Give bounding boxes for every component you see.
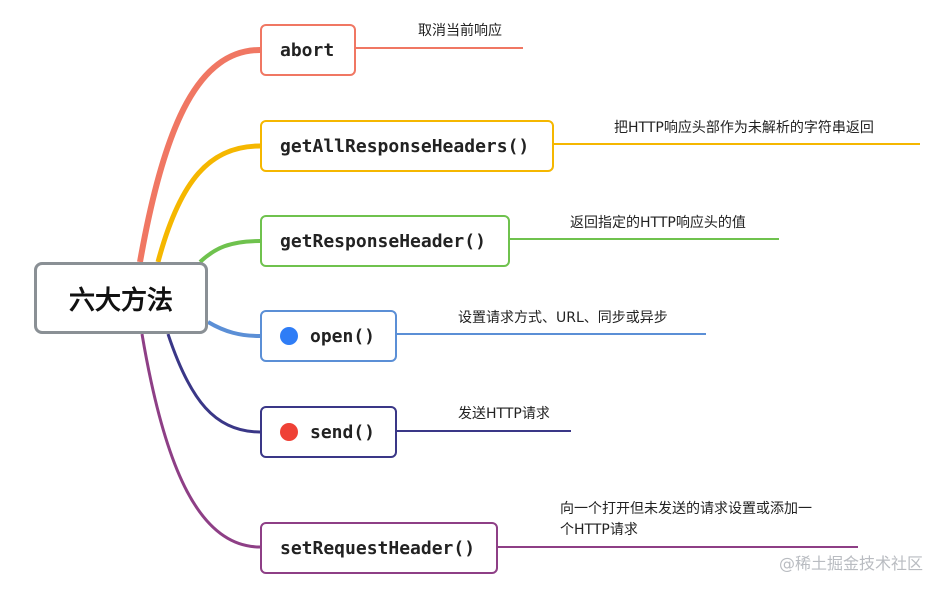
branch-set-request-header [140, 333, 261, 549]
branch-get-all-response-headers [155, 143, 261, 263]
method-node-send[interactable]: send() [260, 406, 397, 458]
description-get-all-response-headers: 把HTTP响应头部作为未解析的字符串返回 [614, 120, 874, 136]
method-label: open() [310, 325, 376, 347]
method-node-get-all-response-headers[interactable]: getAllResponseHeaders() [260, 120, 554, 172]
root-node[interactable]: 六大方法 [34, 262, 208, 334]
method-node-get-response-header[interactable]: getResponseHeader() [260, 215, 510, 267]
method-label: setRequestHeader() [280, 537, 476, 559]
method-label: abort [280, 39, 335, 61]
branch-send [166, 333, 261, 434]
red-circle-icon [280, 423, 298, 441]
branch-get-response-header [198, 239, 261, 264]
description-open: 设置请求方式、URL、同步或异步 [458, 310, 668, 326]
method-node-abort[interactable]: abort [260, 24, 356, 76]
blue-circle-icon [280, 327, 298, 345]
method-label: send() [310, 421, 376, 443]
branch-abort [137, 47, 261, 263]
description-set-request-header-line1: 向一个打开但未发送的请求设置或添加一 [560, 501, 812, 517]
description-get-response-header: 返回指定的HTTP响应头的值 [570, 215, 746, 231]
description-set-request-header-line2: 个HTTP请求 [560, 522, 638, 538]
method-node-set-request-header[interactable]: setRequestHeader() [260, 522, 498, 574]
method-label: getAllResponseHeaders() [280, 135, 530, 157]
watermark: @稀土掘金技术社区 [778, 554, 923, 573]
method-label: getResponseHeader() [280, 230, 486, 252]
branch-open [206, 320, 261, 338]
method-node-open[interactable]: open() [260, 310, 397, 362]
description-send: 发送HTTP请求 [458, 406, 550, 422]
description-abort: 取消当前响应 [418, 23, 502, 39]
